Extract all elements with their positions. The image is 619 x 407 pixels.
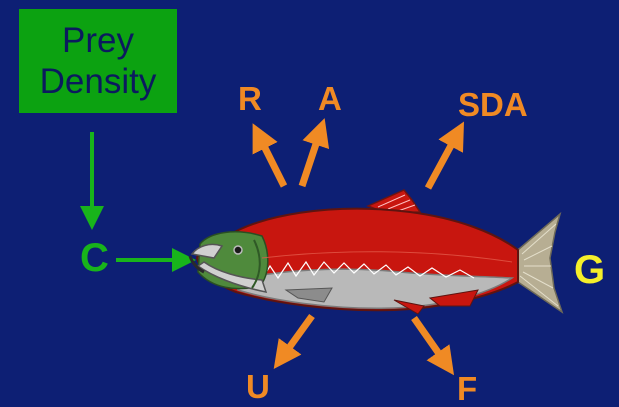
growth-label: G xyxy=(574,250,605,290)
excretion-arrow xyxy=(286,316,312,352)
egestion-arrow xyxy=(414,318,442,358)
sockeye-salmon-illustration xyxy=(190,190,562,314)
respiration-arrow xyxy=(262,142,284,186)
egestion-label: F xyxy=(457,372,477,405)
sda-label: SDA xyxy=(458,88,528,121)
sda-arrow xyxy=(428,140,454,188)
activity-label: A xyxy=(318,82,342,115)
consumption-label: C xyxy=(80,238,109,278)
activity-arrow xyxy=(302,138,318,186)
excretion-label: U xyxy=(246,370,270,403)
respiration-label: R xyxy=(238,82,262,115)
